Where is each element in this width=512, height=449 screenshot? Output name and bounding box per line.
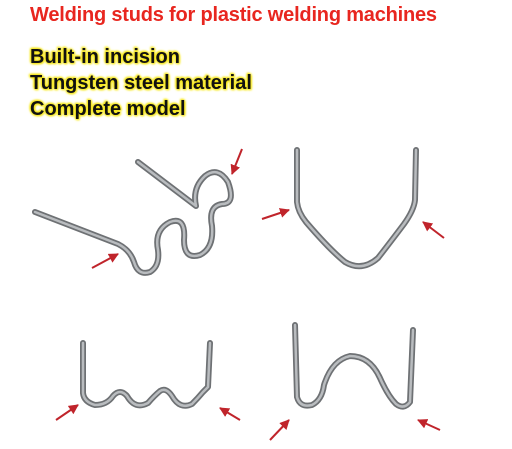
arrow-icon [230,148,243,175]
feature-item: Tungsten steel material [30,72,252,94]
u-stud-image [292,322,416,410]
m-stud-image [80,340,213,409]
arrow-icon [417,419,441,431]
arrow-icon [269,419,290,441]
v-stud-image [294,147,419,270]
page-title: Welding studs for plastic welding machin… [30,4,437,26]
wave-stud-image [32,159,234,276]
arrow-icon [219,407,241,421]
feature-item: Complete model [30,98,186,120]
arrow-icon [91,253,119,269]
arrow-icon [422,221,445,239]
arrow-icon [55,404,79,421]
arrow-icon [261,208,290,220]
feature-item: Built-in incision [30,46,180,68]
feature-list: Built-in incision Tungsten steel materia… [30,44,252,122]
